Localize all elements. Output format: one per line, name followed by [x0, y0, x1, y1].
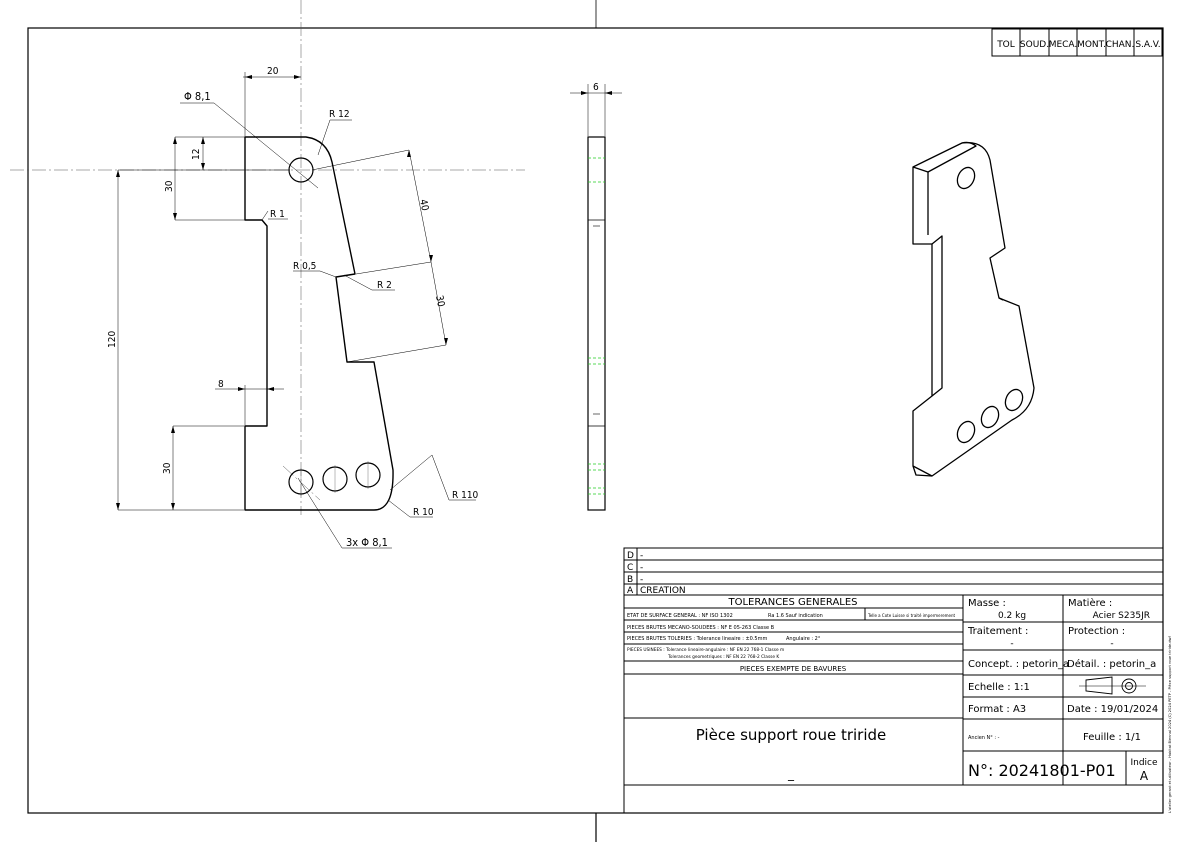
- tol-usin-1: PIECES USINEES : Tolerance lineaire-angu…: [627, 647, 784, 653]
- dim-3x-phi: 3x Φ 8,1: [346, 536, 388, 549]
- format: Format : A3: [968, 704, 1026, 715]
- concept-author: Concept. : petorin_a: [968, 659, 1069, 670]
- feuille: Feuille : 1/1: [1083, 732, 1141, 743]
- tol-meca: PIECES BRUTES MECANO-SOUDEES : NF E 05-2…: [627, 625, 775, 631]
- drawing-title: Pièce support roue triride: [696, 726, 887, 744]
- echelle: Echelle : 1:1: [968, 682, 1030, 693]
- department-boxes: [991, 28, 1163, 57]
- dim-40: 40: [417, 198, 430, 212]
- date: Date : 19/01/2024: [1067, 704, 1158, 715]
- dim-phi-top: Φ 8,1: [184, 90, 211, 103]
- traitement-value: -: [1010, 639, 1013, 649]
- dim-12: 12: [191, 149, 202, 160]
- dept-chan: CHAN.: [1106, 40, 1135, 50]
- dim-r12: R 12: [329, 109, 350, 120]
- rev-index-c: C: [627, 563, 633, 573]
- rev-text-c: -: [640, 563, 643, 573]
- protection-label: Protection :: [1068, 626, 1125, 637]
- rev-text-b: -: [640, 575, 643, 585]
- projection-symbol-icon: [1079, 676, 1146, 695]
- dim-r1: R 1: [270, 209, 285, 220]
- detail-author: Détail. : petorin_a: [1067, 658, 1156, 670]
- sheet-border: [27, 27, 1164, 814]
- dept-sav: S.A.V.: [1135, 40, 1160, 50]
- dim-8: 8: [218, 379, 224, 390]
- tol-surface-val: Ra 1.6 Sauf indication: [768, 613, 823, 619]
- tol-surface: ETAT DE SURFACE GENERAL : NF ISO 1302: [627, 613, 733, 619]
- masse-label: Masse :: [968, 598, 1006, 609]
- indice-label: Indice: [1130, 758, 1158, 768]
- dept-meca: MECA.: [1049, 40, 1078, 50]
- side-view: [587, 136, 606, 511]
- isometric-view: [912, 141, 1035, 477]
- dim-r110: R 110: [452, 490, 479, 501]
- masse-value: 0.2 kg: [998, 611, 1026, 621]
- holes-front: [288, 157, 381, 495]
- side-file-note: L'atelier gerant et utilisateur - Habita…: [1168, 636, 1172, 813]
- ancien-numero: Ancien N° : -: [968, 735, 1000, 741]
- matiere-label: Matière :: [1068, 597, 1112, 609]
- rev-index-a: A: [627, 586, 634, 596]
- protection-value: -: [1110, 639, 1113, 649]
- dept-soud: SOUD.: [1020, 40, 1049, 50]
- rev-text-a: CREATION: [640, 586, 686, 596]
- tol-bavures: PIECES EXEMPTE DE BAVURES: [740, 665, 847, 673]
- tol-surface-note: Telle a Cote Luisse si traité impermerem…: [867, 613, 956, 618]
- center-lines: [10, 0, 525, 515]
- tol-tole-angle: Angulaire : 2°: [786, 636, 821, 642]
- dim-120: 120: [107, 331, 118, 348]
- tol-usin-2: Tolerances geometriques : NF EN 22 768-2…: [667, 654, 779, 660]
- dimension-lines: [117, 72, 622, 549]
- rev-text-d: -: [640, 551, 643, 561]
- tol-tole: PIECES BRUTES TOLERIES : Tolerance linea…: [627, 636, 767, 642]
- dim-30-bottom: 30: [162, 462, 173, 474]
- traitement-label: Traitement :: [967, 626, 1028, 637]
- dim-20: 20: [267, 66, 279, 77]
- drawing-subtitle: _: [787, 767, 795, 781]
- dim-r10: R 10: [413, 507, 434, 518]
- drawing-number: N°: 20241801-P01: [968, 761, 1116, 780]
- title-block-lines: [623, 547, 1164, 814]
- dim-r2: R 2: [377, 280, 392, 291]
- dim-30-top: 30: [164, 180, 175, 192]
- dept-tol: TOL: [996, 40, 1015, 50]
- dim-thickness: 6: [593, 82, 599, 93]
- part-outline-front: [244, 136, 394, 511]
- dept-mont: MONT.: [1077, 40, 1106, 50]
- matiere-value: Acier S235JR: [1093, 611, 1150, 621]
- arrowheads: [116, 75, 612, 510]
- tolerances-title: TOLERANCES GENERALES: [727, 597, 857, 608]
- indice-value: A: [1140, 769, 1149, 783]
- rev-index-d: D: [627, 551, 634, 561]
- dim-30-mid: 30: [433, 294, 446, 308]
- dim-r05: R 0,5: [293, 261, 316, 272]
- rev-index-b: B: [627, 575, 633, 585]
